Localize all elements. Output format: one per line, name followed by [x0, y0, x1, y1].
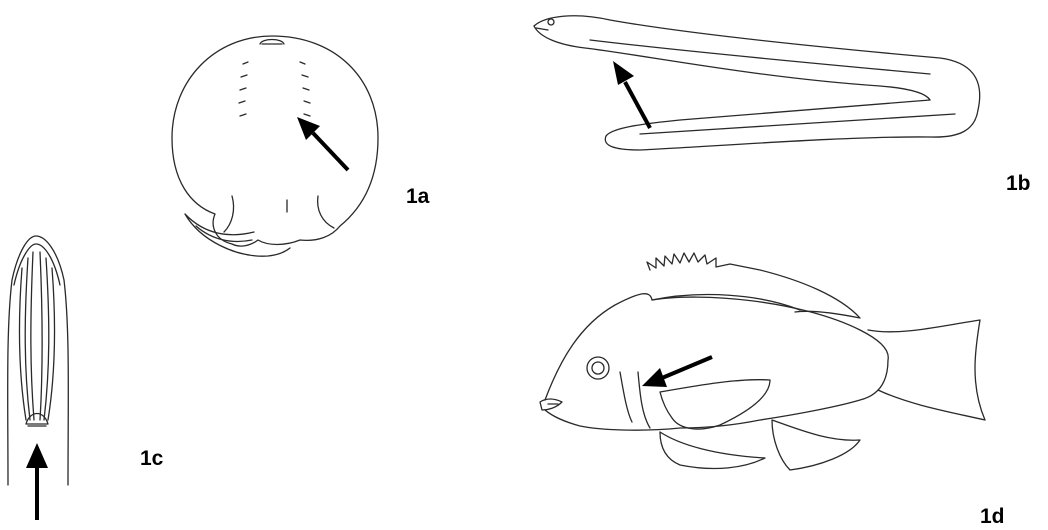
label-1d: 1d: [980, 506, 1005, 527]
